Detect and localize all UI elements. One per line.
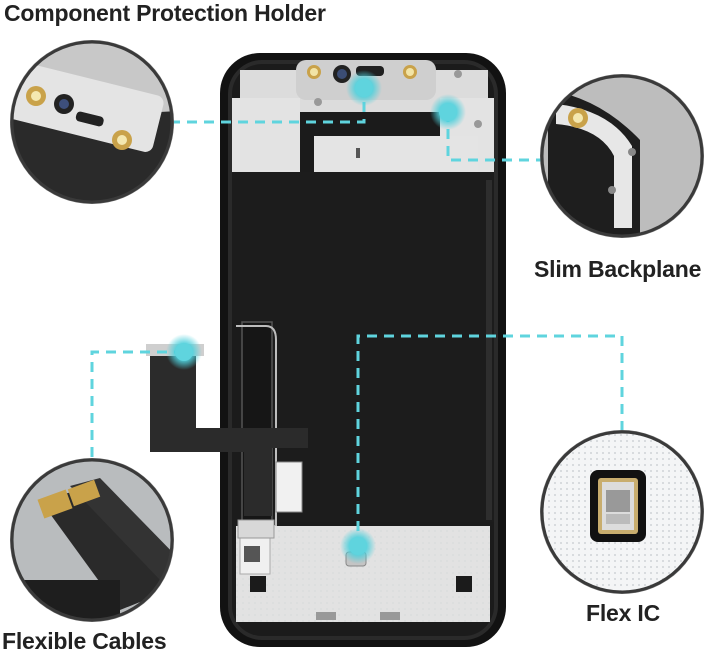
backplane-panel bbox=[232, 136, 494, 527]
flex-ic-hotspot-icon[interactable] bbox=[340, 528, 376, 564]
cable-hotspot-icon[interactable] bbox=[166, 334, 202, 370]
zoom-slim-backplane bbox=[540, 74, 704, 238]
zoom-component-holder bbox=[10, 40, 174, 204]
flexible-cables-label: Flexible Cables bbox=[2, 628, 167, 654]
component-protection-holder-label: Component Protection Holder bbox=[4, 0, 326, 26]
zoom-flexible-cables bbox=[10, 458, 174, 622]
component-hotspot-icon[interactable] bbox=[346, 70, 382, 106]
slim-backplane-label: Slim Backplane bbox=[534, 256, 702, 282]
zoom-flex-ic bbox=[540, 430, 704, 594]
flex-cable bbox=[146, 344, 308, 539]
flex-ic-label: Flex IC bbox=[586, 600, 661, 626]
backplane-hotspot-icon[interactable] bbox=[430, 94, 466, 130]
bottom-metal-plate bbox=[236, 526, 490, 622]
